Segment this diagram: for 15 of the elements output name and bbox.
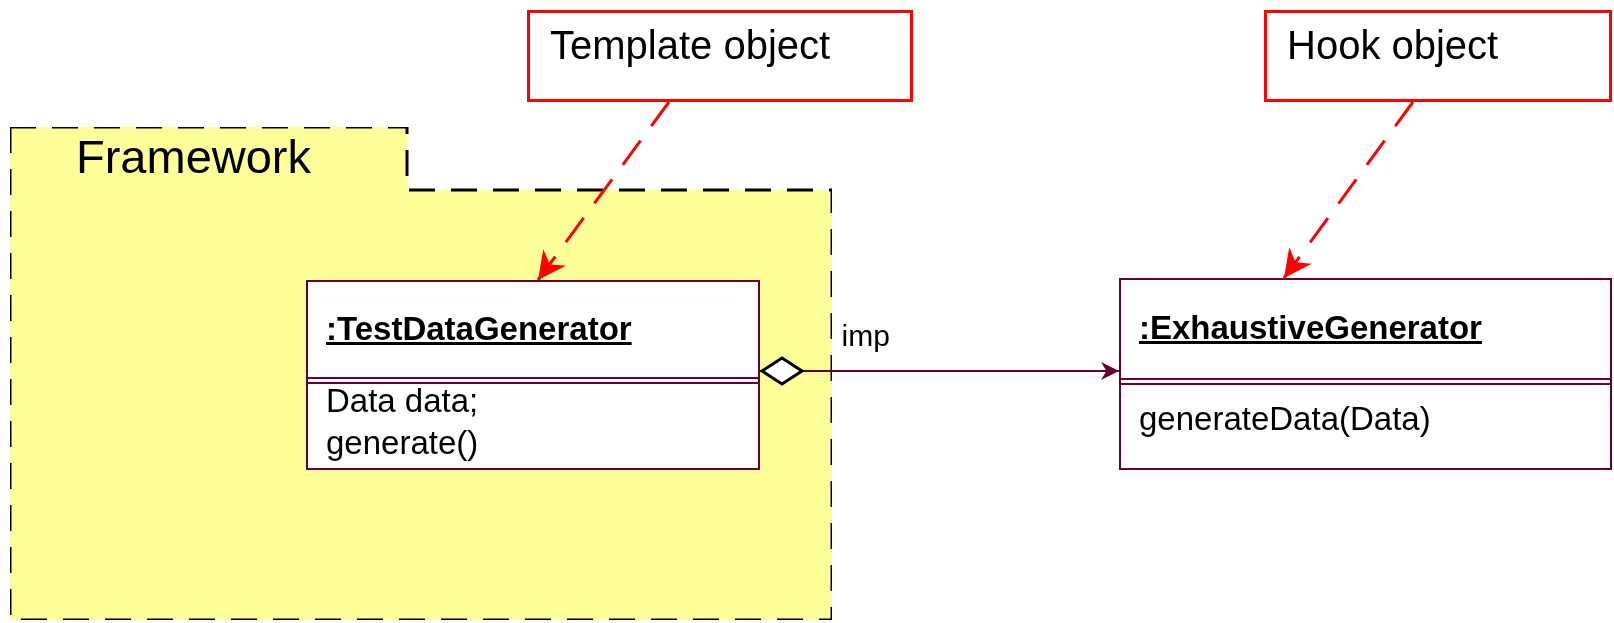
note-text: Template object	[550, 23, 831, 67]
note-box	[1264, 10, 1612, 102]
object-name: :ExhaustiveGenerator	[1139, 309, 1482, 347]
note-text: Hook object	[1287, 23, 1499, 67]
member-list: Data data; generate()	[326, 380, 526, 464]
class-box	[306, 280, 760, 470]
note-box	[527, 10, 913, 102]
association-arrow	[759, 356, 1120, 386]
dashed-arrow	[536, 101, 671, 281]
object-name: :TestDataGenerator	[326, 309, 632, 348]
package-frame	[10, 127, 832, 620]
package-title: Framework	[76, 129, 312, 184]
member-list: generateData(Data)	[1139, 398, 1602, 440]
dashed-arrow	[1282, 101, 1415, 279]
class-box	[1119, 278, 1612, 470]
